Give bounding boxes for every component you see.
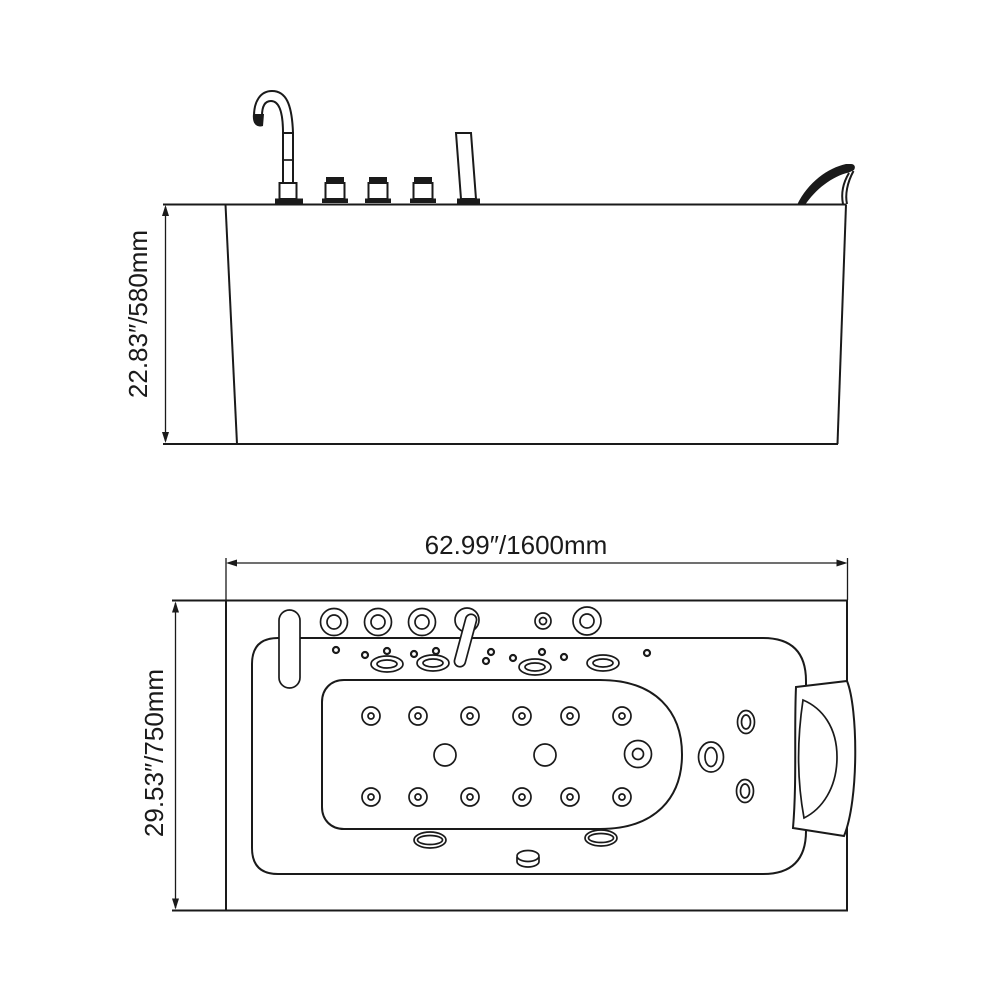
arrow-down-icon xyxy=(162,432,169,443)
tub-inner-rim xyxy=(251,637,807,875)
headrest-top xyxy=(791,679,857,838)
tub-basin xyxy=(321,679,684,830)
width-dimension: 62.99″/1600mm xyxy=(225,530,849,600)
arrow-up-icon xyxy=(172,601,179,613)
spout-flange xyxy=(275,198,303,204)
arrow-down-icon xyxy=(172,898,179,910)
spout-inner-curve xyxy=(261,99,284,134)
gooseneck-faucet xyxy=(252,89,303,204)
arrow-up-icon xyxy=(162,205,169,216)
rim-fixtures xyxy=(278,606,602,689)
large-rim-jet xyxy=(572,606,602,636)
suction-port xyxy=(433,743,457,767)
drain-knob xyxy=(516,849,540,868)
knob-jet xyxy=(363,607,393,637)
depth-dimension: 29.53″/750mm xyxy=(139,599,226,912)
bottom-deck-jets xyxy=(413,829,618,868)
knob-jet xyxy=(407,607,437,637)
spout-tip xyxy=(252,114,264,127)
back-wall-jets xyxy=(697,709,756,804)
spout-base xyxy=(278,182,298,200)
control-knobs xyxy=(322,177,436,203)
side-view: 22.83″/580mm xyxy=(123,89,855,445)
control-knob xyxy=(365,177,391,203)
air-nozzle-dots xyxy=(331,645,652,666)
height-dimension-label: 22.83″/580mm xyxy=(123,230,153,398)
hand-shower-wand xyxy=(454,132,478,200)
headrest-side xyxy=(797,164,855,205)
height-dimension: 22.83″/580mm xyxy=(123,205,169,443)
faucet-spout-top xyxy=(278,609,301,689)
spout-pipe xyxy=(282,132,294,184)
arrow-left-icon xyxy=(226,559,237,567)
floor-bubble-jets xyxy=(361,706,632,807)
tub-right-wall xyxy=(836,204,847,445)
tub-left-wall xyxy=(224,204,238,445)
hand-shower xyxy=(454,132,480,204)
knob-jet xyxy=(319,607,349,637)
hand-shower-base xyxy=(457,198,480,204)
control-knob xyxy=(410,177,436,203)
deck-oval-jets xyxy=(370,654,620,676)
small-rim-jet xyxy=(534,612,552,630)
width-dimension-label: 62.99″/1600mm xyxy=(425,530,608,560)
suction-port xyxy=(533,743,557,767)
depth-dimension-label: 29.53″/750mm xyxy=(139,669,169,837)
spout-outer-curve xyxy=(253,89,294,134)
control-knob xyxy=(322,177,348,203)
large-floor-jet xyxy=(623,739,653,769)
top-view: 62.99″/1600mm 29.53″/750mm xyxy=(139,530,857,912)
arrow-right-icon xyxy=(836,559,848,567)
hand-shower-top xyxy=(453,613,478,668)
